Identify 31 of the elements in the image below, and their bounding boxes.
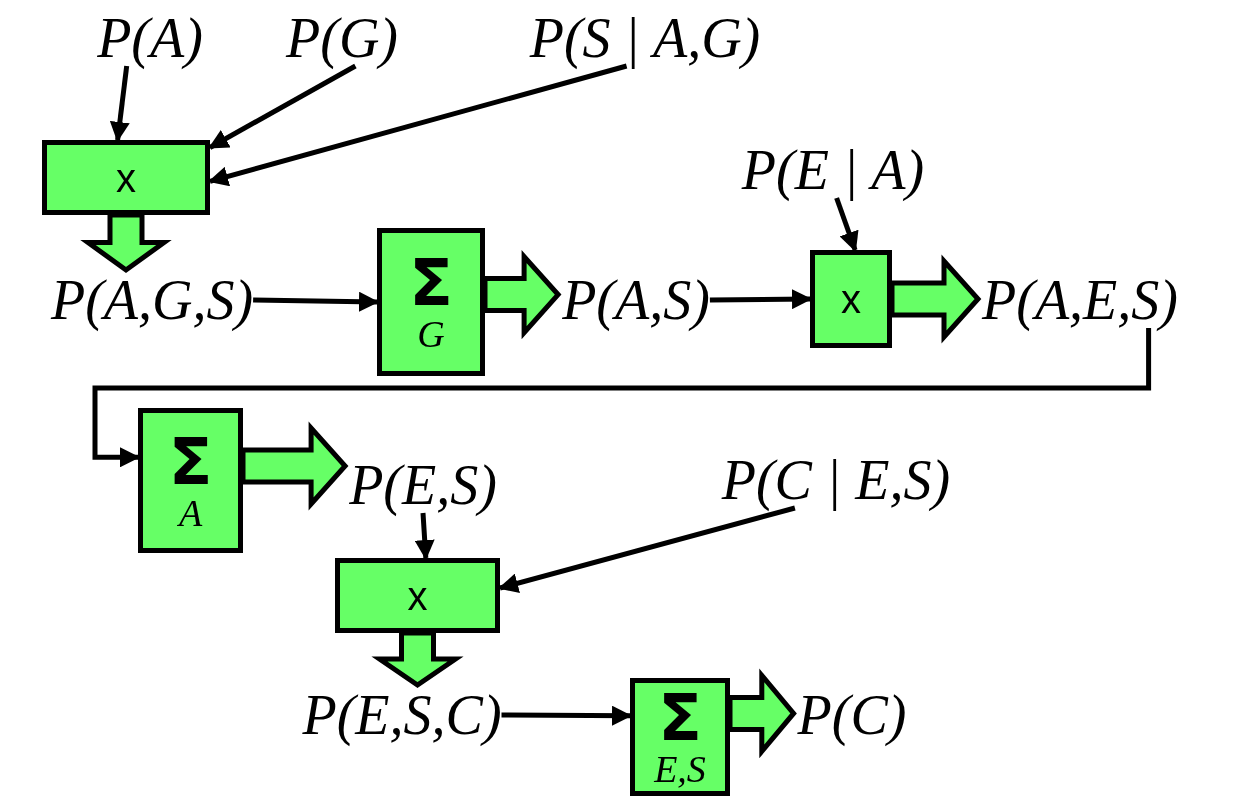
arrow (253, 291, 379, 312)
arrow (208, 63, 628, 187)
sum-index: E,S (654, 750, 706, 788)
block-arrow (482, 250, 562, 340)
arrow (92, 328, 1152, 468)
sum-index: G (417, 315, 445, 353)
block-arrow (371, 630, 464, 689)
sum-index: A (178, 493, 203, 532)
operator-box (810, 250, 892, 348)
multiply-symbol: x (841, 279, 861, 319)
arrow (501, 705, 632, 726)
operator-box (630, 678, 730, 796)
operator-box (377, 228, 485, 376)
block-arrow (240, 421, 349, 511)
multiply-symbol: x (407, 575, 428, 616)
operator-box (138, 408, 243, 553)
arrow (498, 505, 796, 593)
block-arrow (727, 668, 797, 759)
block-arrow (80, 212, 172, 274)
block-arrow (889, 254, 982, 344)
arrow (414, 512, 435, 560)
sum-symbol: Σ (658, 686, 702, 750)
arrow (208, 63, 357, 150)
operator-box (42, 140, 210, 215)
multiply-symbol: x (116, 157, 136, 198)
arrow (834, 197, 859, 252)
arrow (109, 65, 130, 142)
sum-symbol: Σ (409, 251, 453, 315)
sum-symbol: Σ (168, 429, 213, 494)
operator-box (335, 558, 500, 633)
arrow (709, 289, 812, 310)
